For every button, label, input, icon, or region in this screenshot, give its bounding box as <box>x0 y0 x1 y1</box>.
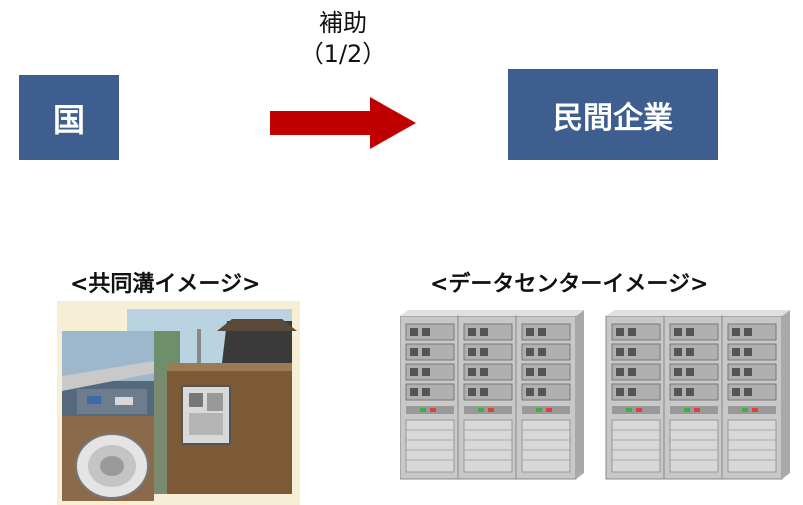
data-center-image <box>400 310 791 480</box>
subsidy-arrow <box>270 97 416 149</box>
edge-label-line1: 補助 <box>319 9 367 37</box>
edge-label-line2: （1/2） <box>299 40 387 68</box>
utility-tunnel-caption: <共同溝イメージ> <box>70 272 261 297</box>
data-center-caption: <データセンターイメージ> <box>430 272 709 297</box>
node-kuni: 国 <box>19 75 119 160</box>
node-minkan-kigyo: 民間企業 <box>508 69 718 160</box>
edge-label: 補助 （1/2） <box>263 8 423 70</box>
node-kuni-label: 国 <box>52 100 85 139</box>
node-minkan-kigyo-label: 民間企業 <box>553 100 673 136</box>
utility-tunnel-image <box>57 301 300 505</box>
